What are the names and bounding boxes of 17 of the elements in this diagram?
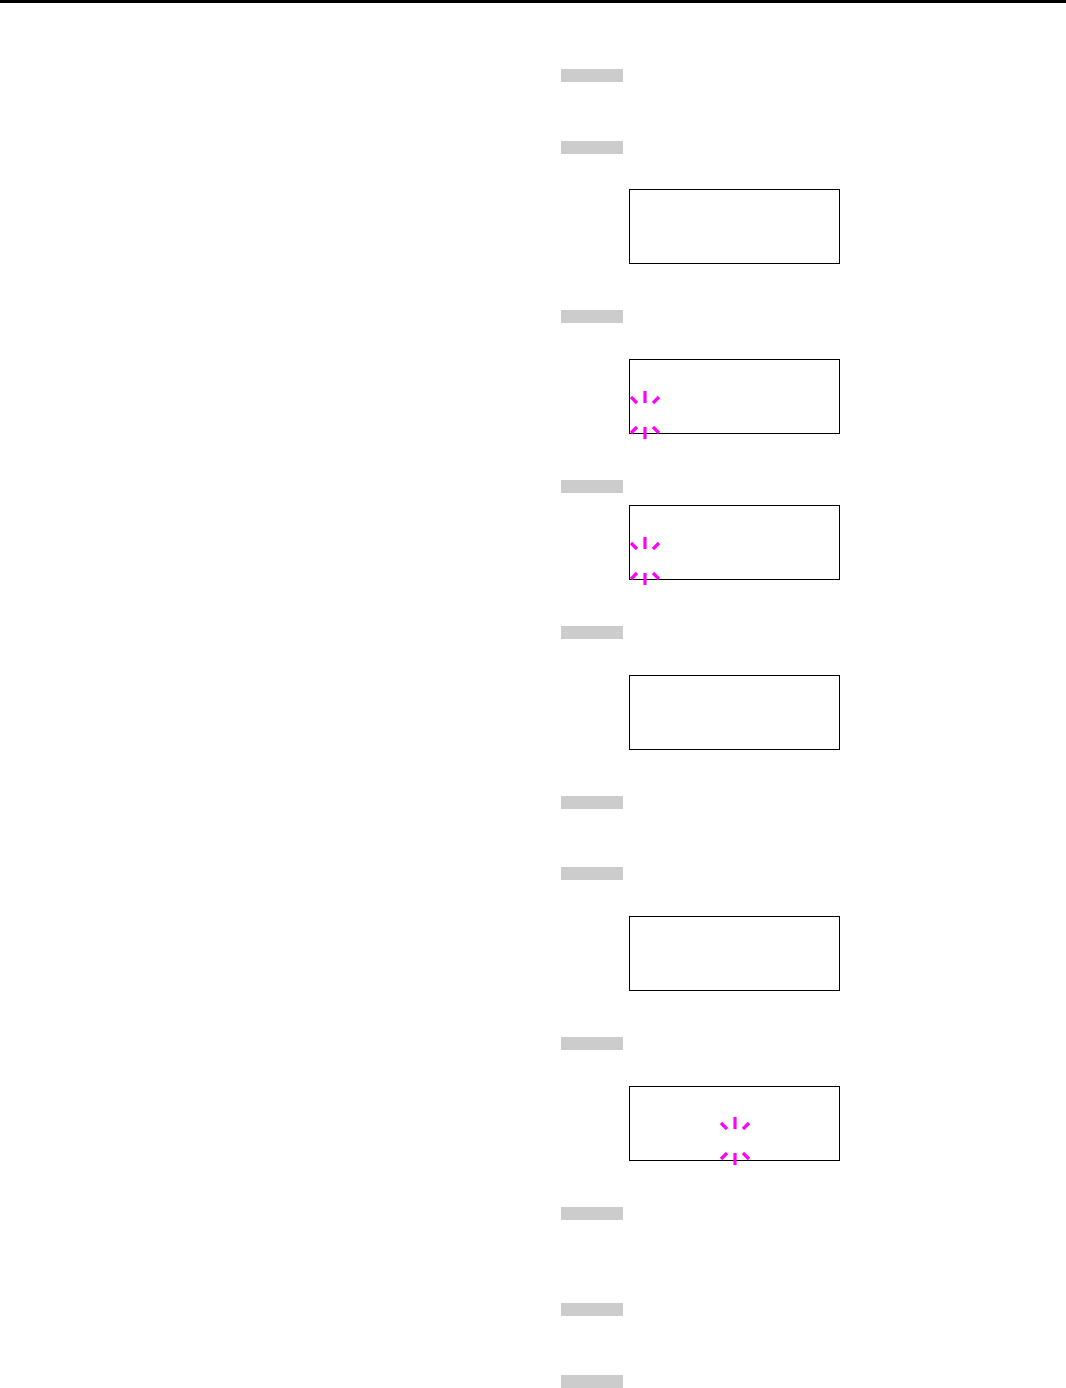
step-marker-bar xyxy=(561,310,623,323)
step-marker-bar xyxy=(561,69,623,82)
display-panel xyxy=(629,505,840,580)
step-marker-bar xyxy=(561,867,623,880)
display-panel xyxy=(629,189,840,264)
step-marker-bar xyxy=(561,1037,623,1050)
step-marker-bar xyxy=(561,626,623,639)
display-panel xyxy=(629,916,840,991)
step-marker-bar xyxy=(561,141,623,154)
step-marker-bar xyxy=(561,1207,623,1220)
display-panel xyxy=(629,1086,840,1161)
display-panel xyxy=(629,675,840,750)
display-panel xyxy=(629,359,840,434)
step-marker-bar xyxy=(561,480,623,493)
step-marker-bar xyxy=(561,1375,623,1388)
step-marker-bar xyxy=(561,796,623,809)
step-marker-bar xyxy=(561,1303,623,1316)
